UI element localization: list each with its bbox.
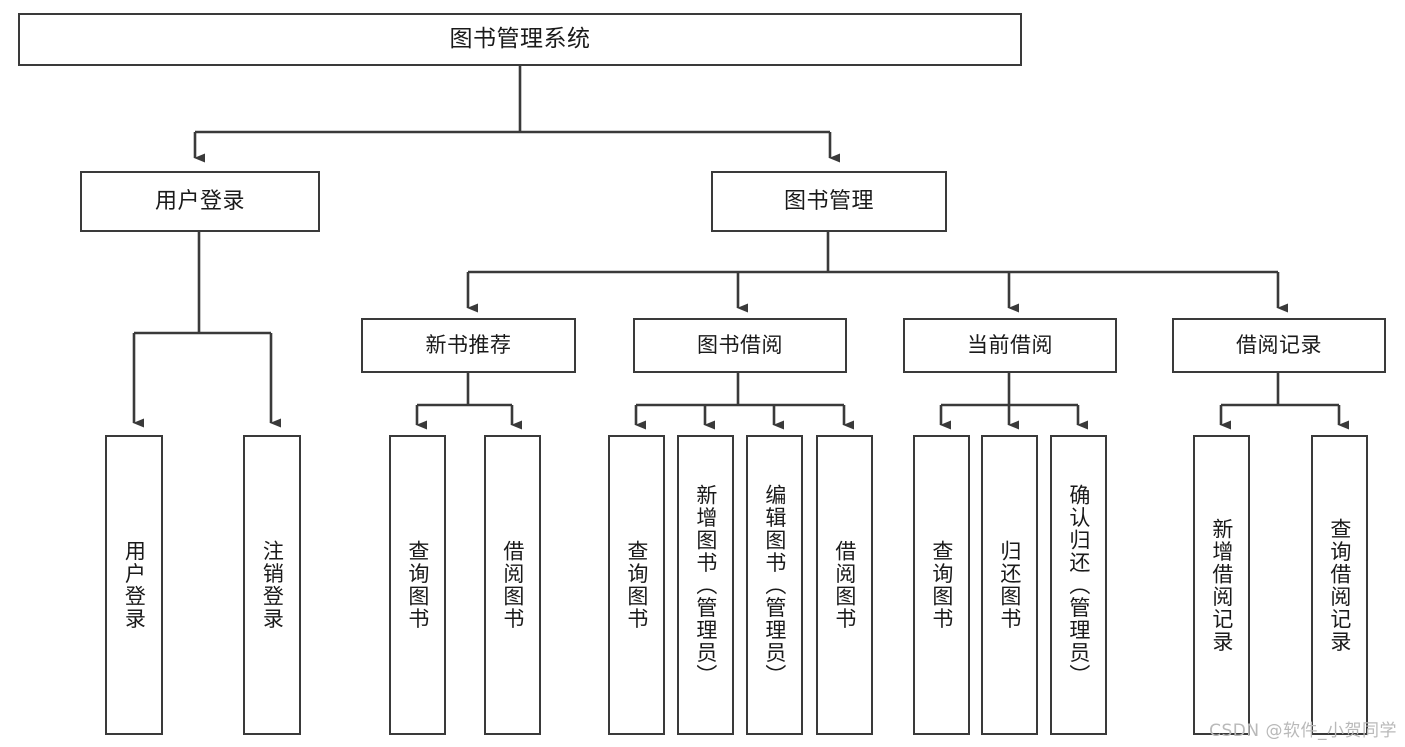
leaf-current-confirm-return-label: 确认归还（管理员）: [1066, 483, 1091, 687]
node-current-borrow[interactable]: 当前借阅: [903, 318, 1117, 373]
leaf-record-add-record[interactable]: 新增借阅记录: [1193, 435, 1250, 735]
leaf-borrow-query-book[interactable]: 查询图书: [608, 435, 665, 735]
node-borrow-record[interactable]: 借阅记录: [1172, 318, 1386, 373]
node-book-management-label: 图书管理: [783, 188, 874, 214]
leaf-borrow-borrow-book[interactable]: 借阅图书: [816, 435, 873, 735]
leaf-record-query-record-label: 查询借阅记录: [1327, 517, 1352, 653]
node-current-borrow-label: 当前借阅: [967, 333, 1053, 358]
node-book-borrow-label: 图书借阅: [697, 333, 783, 358]
node-user-login[interactable]: 用户登录: [80, 171, 320, 232]
leaf-user-login-logout[interactable]: 注销登录: [243, 435, 301, 735]
leaf-current-confirm-return[interactable]: 确认归还（管理员）: [1050, 435, 1107, 735]
leaf-current-query-book-label: 查询图书: [929, 540, 954, 630]
leaf-user-login-login[interactable]: 用户登录: [105, 435, 163, 735]
leaf-new-book-borrow-label: 借阅图书: [500, 540, 525, 630]
node-root-system[interactable]: 图书管理系统: [18, 13, 1022, 66]
leaf-borrow-borrow-book-label: 借阅图书: [832, 540, 857, 630]
leaf-record-query-record[interactable]: 查询借阅记录: [1311, 435, 1368, 735]
node-root-system-label: 图书管理系统: [449, 26, 591, 53]
leaf-user-login-logout-label: 注销登录: [260, 540, 285, 630]
leaf-borrow-edit-book-label: 编辑图书（管理员）: [762, 483, 787, 687]
leaf-borrow-add-book-label: 新增图书（管理员）: [693, 483, 718, 687]
leaf-current-return-book[interactable]: 归还图书: [981, 435, 1038, 735]
node-user-login-label: 用户登录: [154, 188, 245, 214]
leaf-user-login-login-label: 用户登录: [122, 540, 147, 630]
node-book-borrow[interactable]: 图书借阅: [633, 318, 847, 373]
node-borrow-record-label: 借阅记录: [1236, 333, 1322, 358]
leaf-record-add-record-label: 新增借阅记录: [1209, 517, 1234, 653]
leaf-new-book-query[interactable]: 查询图书: [389, 435, 446, 735]
leaf-current-return-book-label: 归还图书: [997, 540, 1022, 630]
leaf-current-query-book[interactable]: 查询图书: [913, 435, 970, 735]
node-new-book-recommend-label: 新书推荐: [425, 333, 512, 358]
leaf-new-book-query-label: 查询图书: [405, 540, 430, 630]
leaf-new-book-borrow[interactable]: 借阅图书: [484, 435, 541, 735]
node-book-management[interactable]: 图书管理: [711, 171, 947, 232]
leaf-borrow-add-book[interactable]: 新增图书（管理员）: [677, 435, 734, 735]
node-new-book-recommend[interactable]: 新书推荐: [361, 318, 576, 373]
leaf-borrow-query-book-label: 查询图书: [624, 540, 649, 630]
leaf-borrow-edit-book[interactable]: 编辑图书（管理员）: [746, 435, 803, 735]
